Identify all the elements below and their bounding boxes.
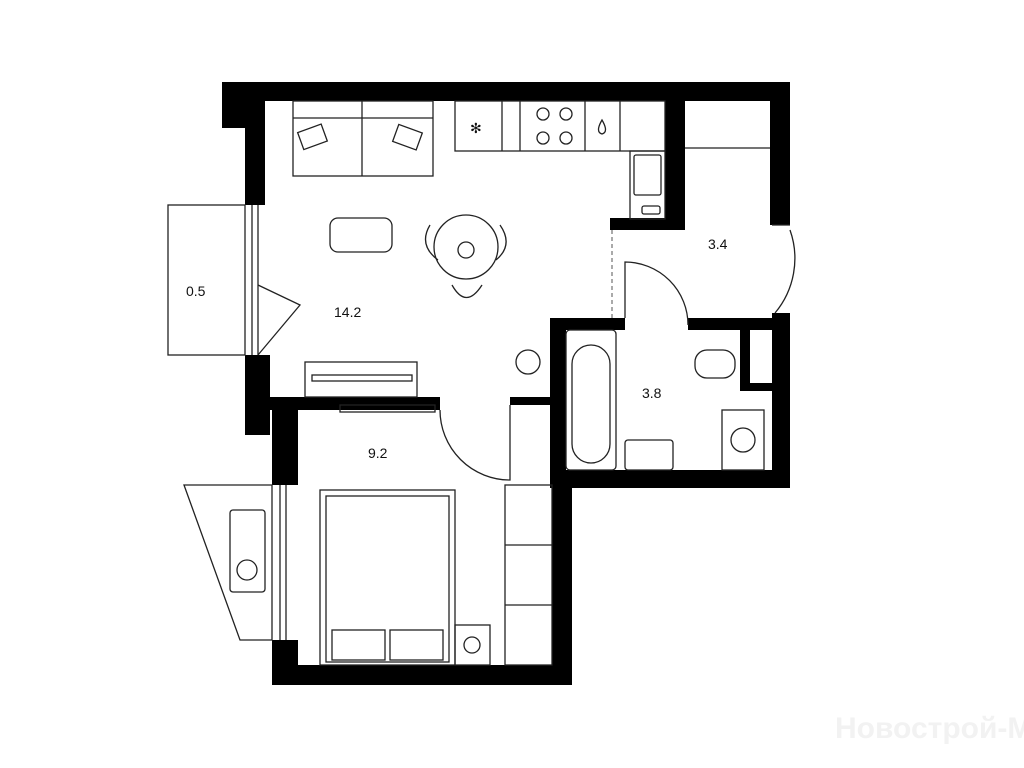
fridge-snowflake-icon: ✻ [470,120,482,136]
area-label-living: 14.2 [334,304,361,320]
balcony-outline [167,204,302,641]
area-label-bathroom: 3.8 [642,385,662,401]
area-label-bedroom: 9.2 [368,445,388,461]
room-labels: 0.5 14.2 9.2 3.4 3.8 [186,236,728,461]
walls [222,82,790,685]
bathroom-furniture [565,147,796,471]
kitchen-furniture: ✻ [292,100,666,398]
watermark: Новострой-М [835,712,1024,745]
area-label-hallway: 3.4 [708,236,728,252]
area-label-balcony: 0.5 [186,283,206,299]
bedroom-furniture [319,404,553,666]
